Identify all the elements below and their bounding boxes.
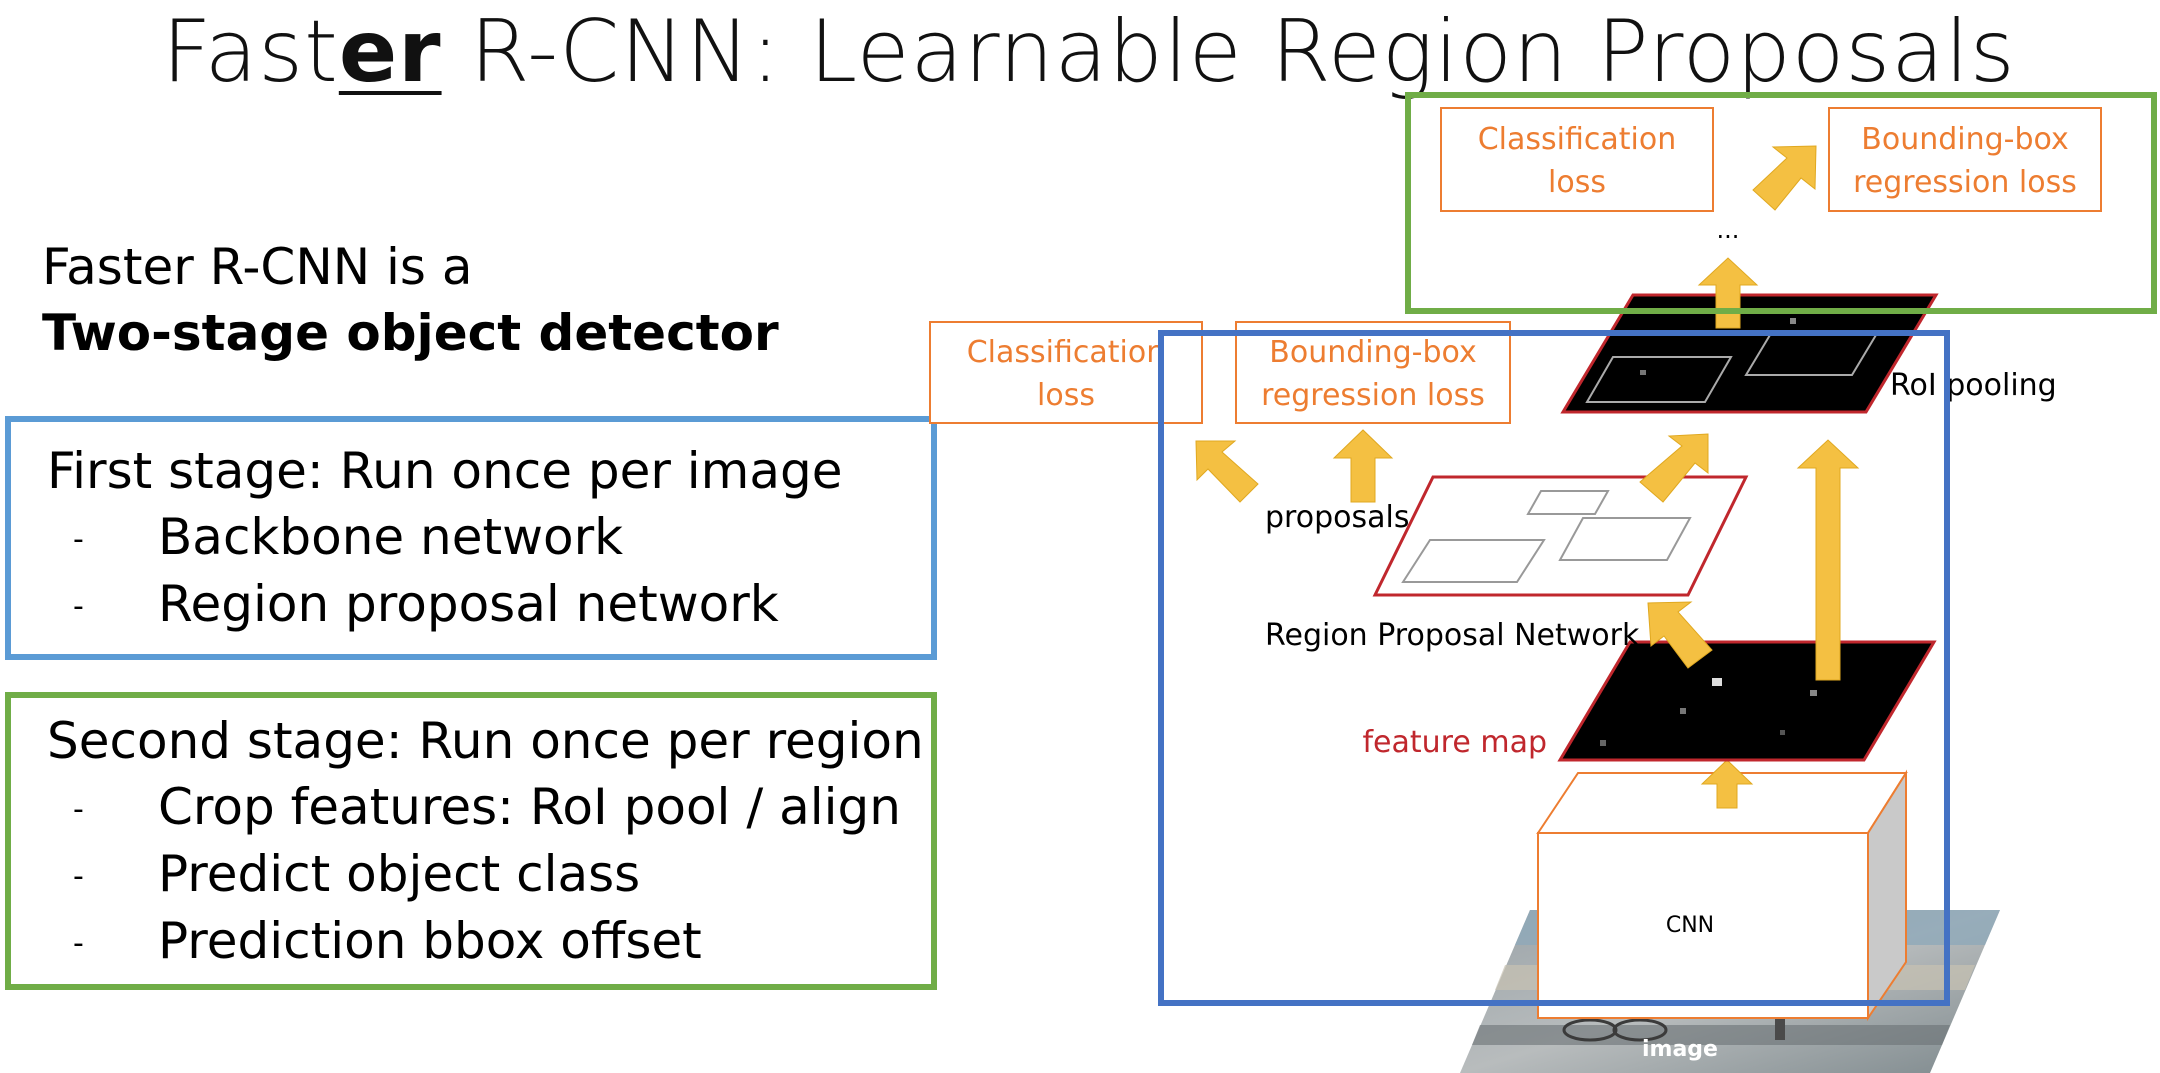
proposals-plane: proposals Region Proposal Network	[1265, 475, 1749, 653]
rpn-losses: Classification loss Bounding-box regress…	[929, 321, 1511, 424]
first-stage-box: First stage: Run once per image - Backbo…	[5, 416, 937, 660]
rpn-bbox-loss-box	[1235, 321, 1511, 424]
diagonal-arrow-icon	[1752, 145, 1817, 211]
bullet-dash: -	[73, 926, 84, 961]
det-cls-loss-line1: Classification	[1478, 122, 1677, 157]
bullet-text: Crop features: RoI pool / align	[158, 778, 901, 836]
diagonal-arrow-icon	[1639, 433, 1709, 503]
bullet-text: Prediction bbox offset	[158, 912, 702, 970]
first-stage-highlight	[1158, 330, 1950, 1006]
up-arrow-icon	[1332, 429, 1394, 503]
roi-pooling-plane: RoI pooling	[1560, 293, 2057, 414]
rpn-bbox-loss-line2: regression loss	[1261, 378, 1485, 413]
ellipsis-label: ...	[1717, 216, 1740, 244]
title-suffix: R-CNN: Learnable Region Proposals	[441, 2, 2016, 102]
image-label: image	[1642, 1037, 1718, 1062]
rpn-cls-loss-line2: loss	[1037, 378, 1095, 413]
intro-line-1: Faster R-CNN is a	[42, 238, 473, 296]
bullet-dash: -	[73, 792, 84, 827]
intro-line-2: Two-stage object detector	[42, 304, 779, 362]
det-bbox-loss-line1: Bounding-box	[1861, 122, 2068, 157]
roi-pooling-label: RoI pooling	[1890, 368, 2057, 403]
det-bbox-loss-box	[1828, 107, 2102, 212]
title-emphasis: er	[338, 2, 442, 102]
bullet-dash: -	[73, 522, 84, 557]
second-stage-heading: Second stage: Run once per region	[47, 712, 924, 770]
up-arrow-icon	[1796, 439, 1860, 681]
bullet-text: Backbone network	[158, 508, 624, 566]
rpn-label: Region Proposal Network	[1265, 618, 1640, 653]
second-stage-box: Second stage: Run once per region - Crop…	[5, 692, 937, 990]
bullet-dash: -	[73, 589, 84, 624]
detection-losses: Classification loss Bounding-box regress…	[1440, 107, 2102, 212]
rpn-bbox-loss-line1: Bounding-box	[1269, 335, 1476, 370]
cnn-label: CNN	[1666, 913, 1714, 938]
second-stage-highlight	[1405, 92, 2157, 314]
bullet-text: Predict object class	[158, 845, 641, 903]
rpn-classification-loss-box	[929, 321, 1203, 424]
proposals-label: proposals	[1265, 500, 1409, 535]
bullet-text: Region proposal network	[158, 575, 779, 633]
title-prefix: Fast	[162, 2, 339, 102]
cnn-block: CNN	[1536, 769, 1908, 1022]
up-arrow-icon	[1700, 759, 1754, 809]
up-arrow-icon	[1697, 257, 1759, 329]
diagonal-arrow-icon	[1647, 601, 1713, 669]
bullet-dash: -	[73, 859, 84, 894]
feature-map-label: feature map	[1363, 725, 1548, 760]
det-classification-loss-box	[1440, 107, 1714, 212]
page-title: Faster R-CNN: Learnable Region Proposals	[162, 2, 2016, 102]
rpn-cls-loss-line1: Classification	[967, 335, 1166, 370]
diagonal-arrow-icon	[1195, 440, 1259, 503]
feature-map: feature map	[1363, 640, 1937, 762]
det-bbox-loss-line2: regression loss	[1853, 165, 2077, 200]
first-stage-heading: First stage: Run once per image	[47, 442, 843, 500]
det-cls-loss-line2: loss	[1548, 165, 1606, 200]
